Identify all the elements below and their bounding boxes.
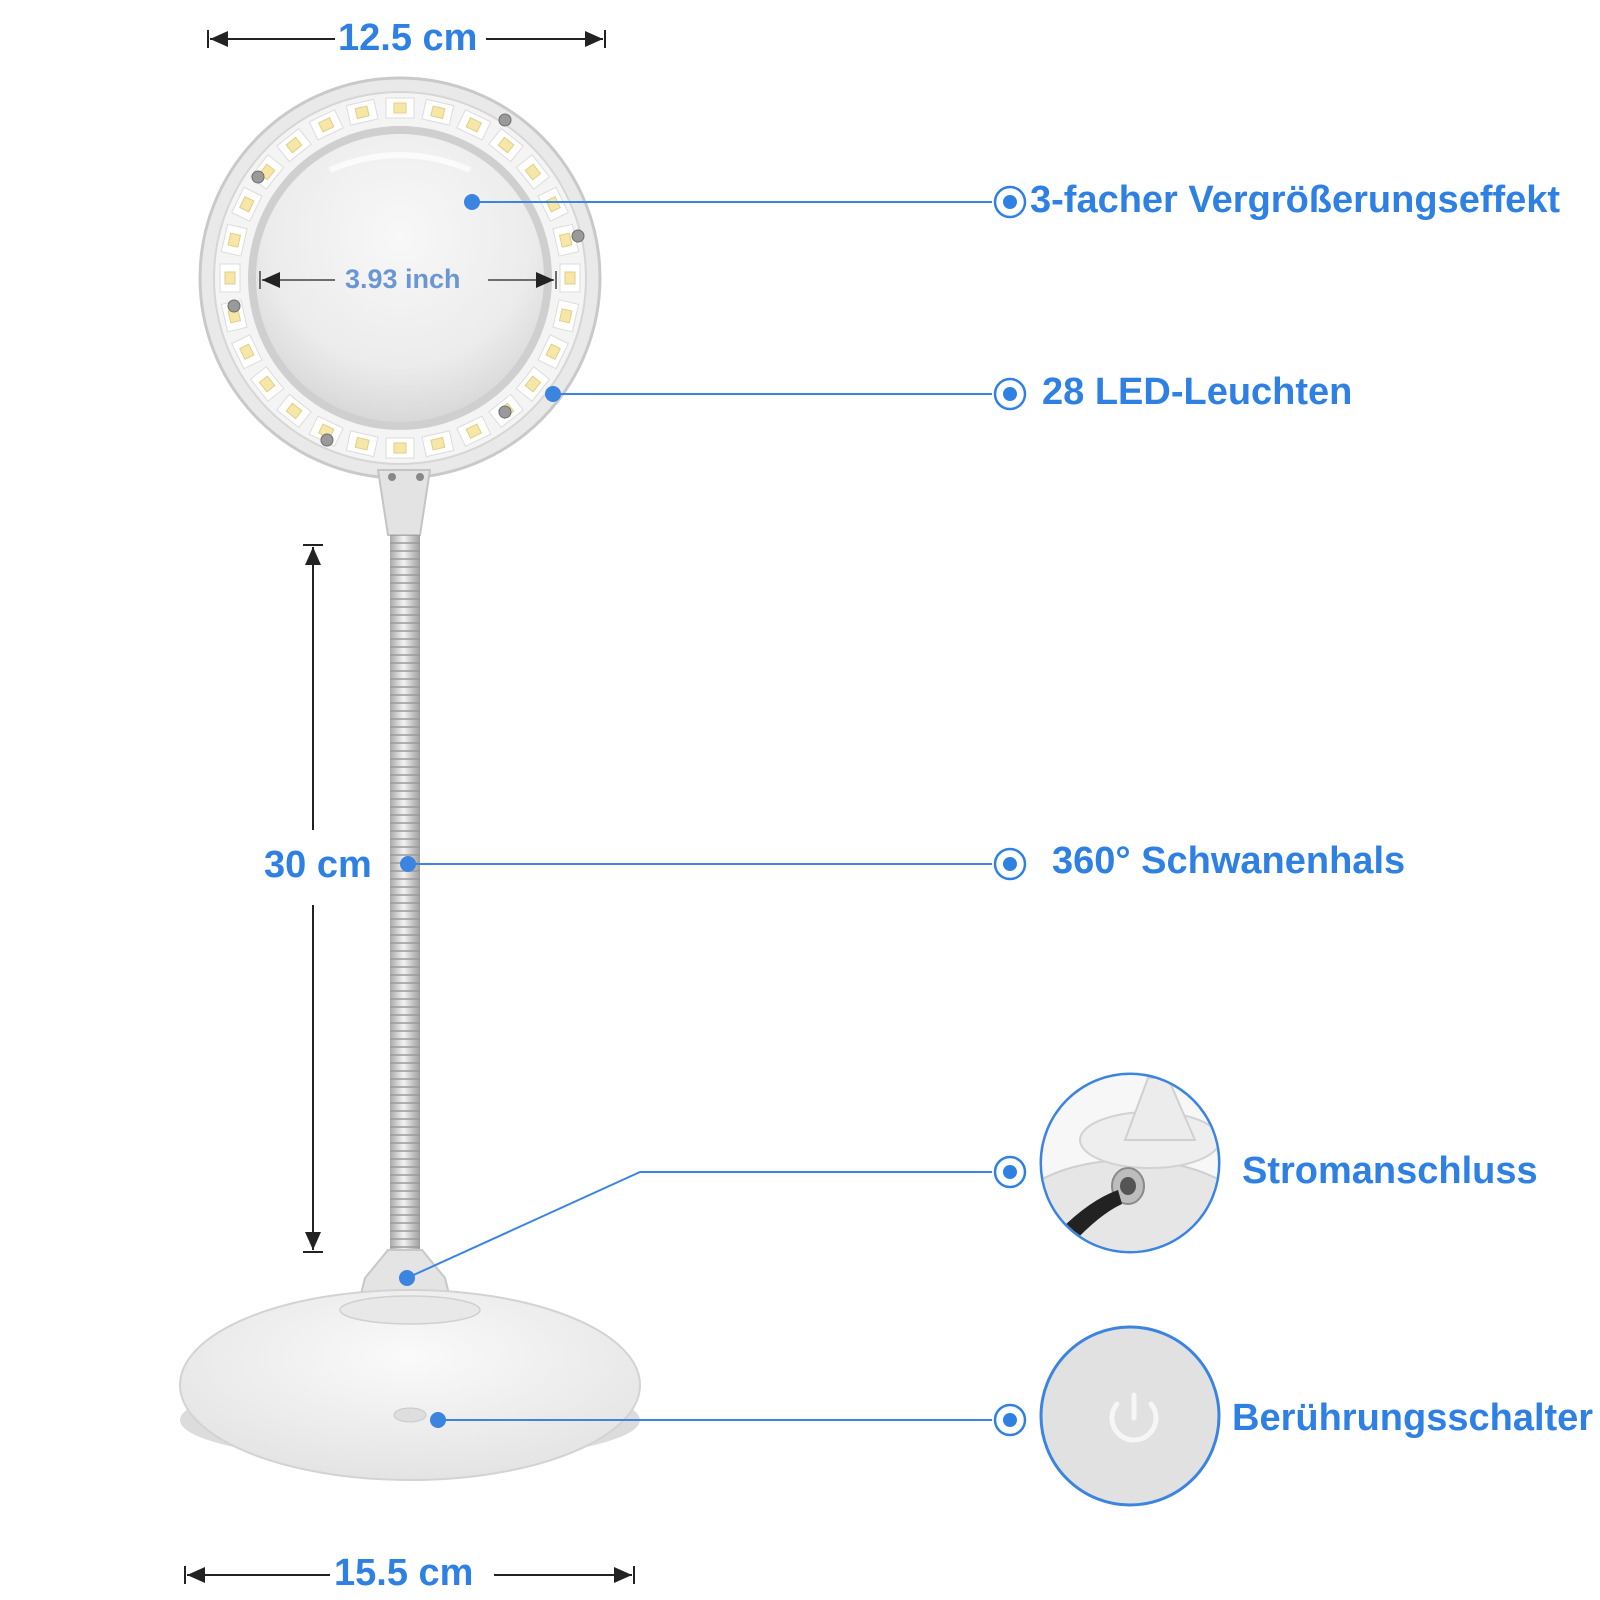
lamp-base <box>179 1289 641 1481</box>
led-light <box>524 375 542 393</box>
led-light <box>545 343 561 361</box>
led-light <box>227 232 242 248</box>
touch-switch-inset <box>1039 1325 1221 1507</box>
screw <box>251 170 265 184</box>
target-icon <box>993 1403 1027 1437</box>
led-light <box>224 271 236 285</box>
led-light <box>430 105 446 120</box>
led-light <box>393 102 407 114</box>
led-light <box>558 308 573 324</box>
led-light <box>497 136 515 154</box>
led-light <box>465 423 483 439</box>
target-icon <box>993 377 1027 411</box>
feature-led-lights: 28 LED-Leuchten <box>1042 371 1353 413</box>
feature-power-connector: Stromanschluss <box>1242 1150 1538 1192</box>
power-icon <box>1109 1392 1159 1443</box>
gooseneck <box>390 535 420 1255</box>
led-light <box>285 136 303 154</box>
dimension-lines <box>184 30 635 1584</box>
led-light <box>524 163 542 181</box>
power-connector-inset <box>1039 1072 1221 1254</box>
led-ring <box>219 97 585 459</box>
feature-gooseneck: 360° Schwanenhals <box>1052 840 1406 882</box>
led-light <box>430 436 446 451</box>
screw <box>571 229 585 243</box>
target-icon <box>993 185 1027 219</box>
led-light <box>393 442 407 454</box>
led-light <box>317 117 335 133</box>
screw <box>498 113 512 127</box>
feature-touch-switch: Berührungsschalter <box>1232 1397 1594 1439</box>
screw <box>498 405 512 419</box>
callout-dots <box>399 194 561 1428</box>
led-light <box>465 117 483 133</box>
target-icon <box>993 847 1027 881</box>
target-icon <box>993 1155 1027 1189</box>
led-light <box>564 271 576 285</box>
screw <box>227 299 241 313</box>
led-light <box>258 375 276 393</box>
led-light <box>239 343 255 361</box>
screw <box>320 433 334 447</box>
lens-diameter-label: 3.93 inch <box>345 264 461 294</box>
led-light <box>239 195 255 213</box>
feature-magnification: 3-facher Vergrößerungseffekt <box>1030 179 1561 221</box>
lens-dimension-line <box>259 271 557 289</box>
led-light <box>354 436 370 451</box>
base-width-label: 15.5 cm <box>334 1552 474 1594</box>
led-light <box>354 105 370 120</box>
led-light <box>558 232 573 248</box>
neck-length-label: 30 cm <box>264 844 372 886</box>
led-light <box>285 402 303 420</box>
target-icons <box>993 185 1027 1437</box>
head-width-label: 12.5 cm <box>338 17 478 59</box>
callout-lines <box>406 201 992 1421</box>
